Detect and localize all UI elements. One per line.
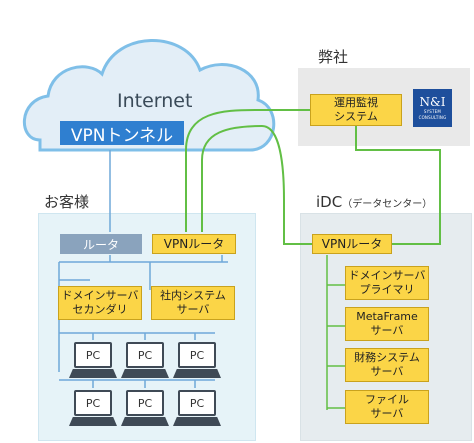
domain-server-primary: ドメインサーバ プライマリ (345, 266, 429, 300)
file-server: ファイル サーバ (345, 390, 429, 424)
pc: PC (69, 390, 117, 428)
customer-lan-lines (58, 150, 228, 388)
idc-lan-lines (326, 255, 345, 410)
customer-title: お客様 (44, 193, 90, 211)
customer-router: ルータ (60, 234, 142, 254)
pc: PC (121, 390, 169, 428)
pc: PC (173, 390, 221, 428)
pc: PC (69, 342, 117, 380)
internal-system-server: 社内システム サーバ (151, 286, 235, 320)
vpn-tunnel-label: VPNトンネル (60, 121, 184, 146)
pc: PC (121, 342, 169, 380)
vpn-lines (185, 109, 441, 245)
metaframe-server: MetaFrame サーバ (345, 307, 429, 341)
idc-vpn-router: VPNルータ (312, 234, 392, 254)
internet-label: Internet (117, 90, 193, 112)
pc: PC (173, 342, 221, 380)
head-office-title: 弊社 (318, 48, 349, 66)
customer-vpn-router: VPNルータ (152, 234, 236, 254)
company-logo: N&I SYSTEM CONSULTING (413, 89, 452, 127)
monitoring-system-box: 運用監視 システム (310, 94, 402, 126)
idc-title: iDC（データセンター） (316, 193, 433, 211)
finance-system-server: 財務システム サーバ (345, 348, 429, 382)
domain-server-secondary: ドメインサーバ セカンダリ (58, 286, 142, 320)
